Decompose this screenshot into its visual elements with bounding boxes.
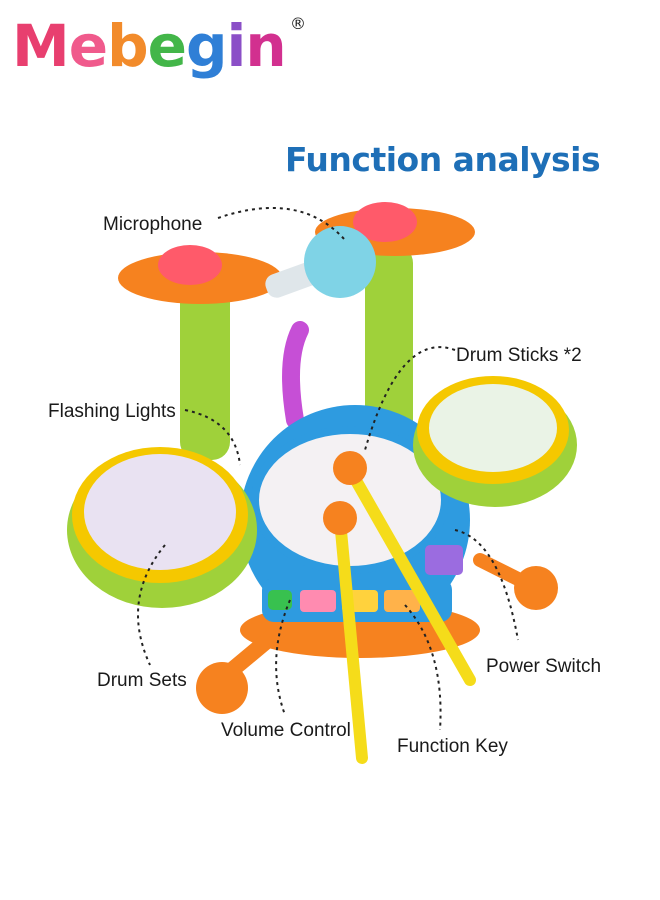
- drum-stick-1: [344, 464, 476, 686]
- label-flashing-lights: Flashing Lights: [48, 401, 176, 422]
- right-drum-head: [429, 384, 557, 472]
- function-key-3: [384, 590, 420, 612]
- label-drum-sticks: Drum Sticks *2: [456, 345, 582, 366]
- volume-button: [268, 590, 292, 610]
- logo-letter: b: [107, 12, 149, 80]
- logo-letter: e: [147, 12, 187, 80]
- label-volume-control: Volume Control: [221, 720, 351, 741]
- function-key-1: [300, 590, 336, 612]
- right-light: [353, 202, 417, 242]
- page-title: Function analysis: [285, 140, 601, 179]
- left-foot: [196, 662, 248, 714]
- logo-letter: n: [245, 12, 286, 80]
- right-foot: [514, 566, 558, 610]
- logo-letter: i: [226, 12, 246, 80]
- logo-letter: g: [185, 12, 228, 80]
- left-light: [158, 245, 222, 285]
- left-drum-head: [84, 454, 236, 570]
- right-stand: [365, 245, 413, 445]
- label-power-switch: Power Switch: [486, 656, 602, 677]
- callout-line-drumsets: [137, 544, 166, 666]
- label-function-key: Function Key: [397, 736, 508, 757]
- callout-line-power: [454, 529, 519, 641]
- label-drum-sets: Drum Sets: [97, 670, 187, 691]
- mic-stand: [282, 321, 309, 429]
- label-microphone: Microphone: [103, 214, 203, 235]
- power-switch: [425, 545, 463, 575]
- callout-line-lights: [184, 409, 241, 466]
- logo-letter: M: [12, 12, 70, 80]
- drum-stick-2: [334, 514, 368, 764]
- logo-letter: e: [68, 12, 108, 80]
- registered-mark: ®: [290, 14, 306, 33]
- brand-logo: Mebegin: [12, 6, 287, 86]
- callout-line-volume: [275, 599, 291, 716]
- microphone-icon: [304, 226, 376, 298]
